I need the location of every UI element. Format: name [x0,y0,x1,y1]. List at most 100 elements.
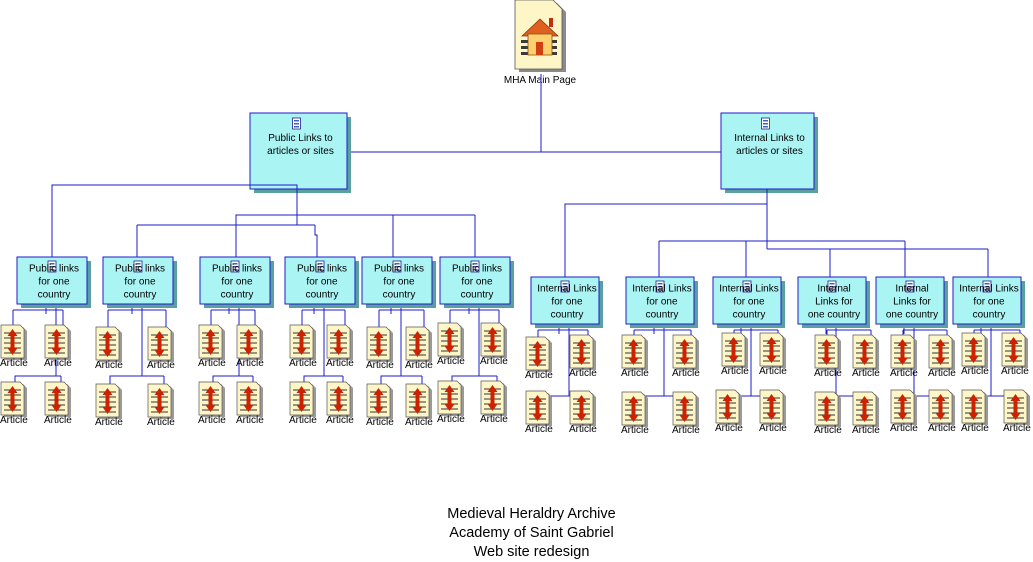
connector-line [564,189,768,280]
article-document-icon [147,383,174,419]
article-node[interactable]: Article [525,336,553,381]
article-node[interactable]: Article [405,383,433,428]
article-label: Article [437,414,465,425]
article-label: Article [236,415,264,426]
article-node[interactable]: Article [928,334,956,379]
article-node[interactable]: Article [928,389,956,434]
internal-country-label-line: for one [646,297,678,308]
root-label: MHA Main Page [504,75,577,86]
article-node[interactable]: Article [480,380,508,425]
article-node[interactable]: Article [525,390,553,435]
article-node[interactable]: Article [890,334,918,379]
article-node[interactable]: Article [95,326,123,371]
article-document-icon [366,326,393,362]
article-node[interactable]: Article [326,381,354,426]
internal-country-label-line: Internal Links [959,284,1018,295]
connector-line [51,184,298,260]
article-label: Article [759,366,787,377]
article-node[interactable]: Article [236,381,264,426]
article-node[interactable]: Article [437,322,465,367]
article-node[interactable]: Article [961,389,989,434]
article-node[interactable]: Article [0,324,28,369]
article-node[interactable]: Article [672,334,700,379]
article-node[interactable]: Article [236,324,264,369]
article-node[interactable]: Article [405,326,433,371]
internal-country-label-line: Links for [815,297,853,308]
article-node[interactable]: Article [147,383,175,428]
article-node[interactable]: Article [147,326,175,371]
article-node[interactable]: Article [672,391,700,436]
internal-country-label-line: for one [733,297,765,308]
article-document-icon [814,391,841,427]
article-node[interactable]: Article [0,381,28,426]
article-node[interactable]: Article [44,324,72,369]
article-label: Article [95,360,123,371]
article-node[interactable]: Article [961,332,989,377]
article-node[interactable]: Article [890,389,918,434]
article-label: Article [44,358,72,369]
article-node[interactable]: Article [621,391,649,436]
article-node[interactable]: Article [437,380,465,425]
article-document-icon [890,389,917,425]
article-node[interactable]: Article [289,381,317,426]
article-label: Article [1001,366,1029,377]
article-node[interactable]: Article [326,324,354,369]
article-label: Article [890,423,918,434]
article-node[interactable]: Article [759,389,787,434]
internal-country-label-line: one country [808,310,860,321]
article-node[interactable]: Article [1001,332,1029,377]
article-document-icon [721,332,748,368]
public-country-label-line: country [461,290,494,301]
article-node[interactable]: Article [198,324,226,369]
article-node[interactable]: Article [715,389,743,434]
article-node[interactable]: Article [569,334,597,379]
article-document-icon [759,332,786,368]
article-node[interactable]: Article [480,322,508,367]
article-node[interactable]: Article [621,334,649,379]
article-node[interactable]: Article [95,383,123,428]
article-node[interactable]: Article [366,326,394,371]
document-icon [47,260,57,273]
article-node[interactable]: Article [289,324,317,369]
article-node[interactable]: Article [44,381,72,426]
internal-country-label-line: Internal Links [719,284,778,295]
public-country-label-line: Public links [297,264,347,275]
article-label: Article [44,415,72,426]
article-node[interactable]: Article [721,332,749,377]
article-node[interactable]: Article [852,391,880,436]
article-label: Article [198,358,226,369]
article-document-icon [405,383,432,419]
article-label: Article [236,358,264,369]
article-document-icon [289,381,316,417]
article-node[interactable]: Article [814,334,842,379]
public-country-label-line: country [306,290,339,301]
article-node[interactable]: Article [569,390,597,435]
article-node[interactable]: Article [759,332,787,377]
root-node-main-page[interactable]: MHA Main Page [504,0,577,86]
article-node[interactable]: Article [198,381,226,426]
article-node[interactable]: Article [366,383,394,428]
article-node[interactable]: Article [852,334,880,379]
article-node[interactable]: Article [1003,389,1031,434]
internal-country-label-line: country [646,310,679,321]
caption-academy-name: Academy of Saint Gabriel [449,525,614,541]
article-label: Article [198,415,226,426]
article-document-icon [961,389,988,425]
public-country-label-line: for one [38,277,70,288]
article-document-icon [326,381,353,417]
article-node[interactable]: Article [814,391,842,436]
